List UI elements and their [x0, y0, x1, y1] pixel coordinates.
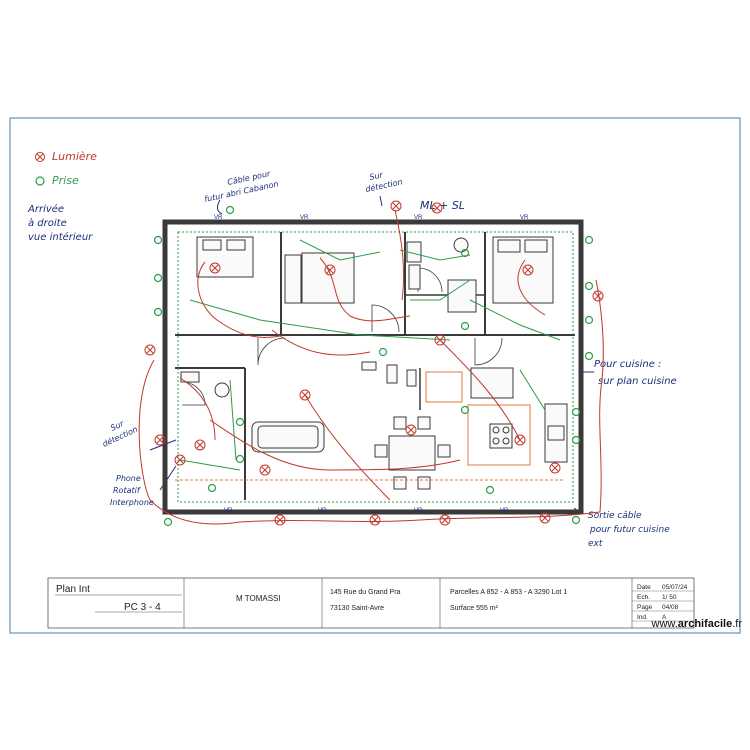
legend: Lumière Prise	[35, 150, 97, 187]
furniture	[180, 236, 568, 490]
note-ml-sl: ML + SL	[420, 199, 465, 212]
outlet-symbol-icon	[35, 176, 45, 186]
light-icon	[592, 290, 604, 302]
outlet-icon	[460, 321, 470, 331]
light-wiring	[138, 209, 604, 525]
note-phone-3: Interphone	[110, 498, 154, 507]
note-arrival-1: Arrivée	[27, 203, 64, 215]
light-icon	[405, 424, 417, 436]
parcels: Parcelles A 852 - A 853 - A 3290 Lot 1	[450, 589, 567, 596]
light-icon	[194, 439, 206, 451]
outlet-icon	[584, 281, 594, 291]
light-points	[144, 200, 604, 526]
outlet-icon	[584, 315, 594, 325]
light-icon	[539, 512, 551, 524]
date-label: Date	[637, 584, 651, 591]
light-icon	[549, 462, 561, 474]
outlet-icon	[460, 405, 470, 415]
plan-code: PC 3 - 4	[124, 602, 161, 613]
light-icon	[154, 434, 166, 446]
note-detection-top-1: Sur	[369, 170, 385, 182]
bed-room2	[301, 252, 355, 304]
light-symbol-icon	[35, 152, 45, 162]
note-cuisine-2: sur plan cuisine	[598, 376, 677, 387]
light-icon	[299, 389, 311, 401]
legend-outlet-label: Prise	[52, 174, 79, 187]
light-icon	[431, 202, 443, 214]
legend-light-label: Lumière	[52, 150, 97, 163]
plan-title: Plan Int	[56, 584, 90, 595]
surface: Surface 555 m²	[450, 605, 499, 612]
address-line-1: 145 Rue du Grand Pra	[330, 589, 401, 596]
light-icon	[514, 434, 526, 446]
note-sortie-3: ext	[588, 539, 603, 549]
title-block: Plan Int PC 3 - 4 M TOMASSI 145 Rue du G…	[47, 577, 695, 629]
vr-label: VR	[520, 215, 529, 221]
outlet-icon	[225, 205, 235, 215]
light-icon	[259, 464, 271, 476]
shutter-labels: VR VR VR VR VR VR VR VR	[214, 215, 529, 514]
building-walls	[162, 219, 584, 515]
outlet-icon	[163, 517, 173, 527]
cooktop	[489, 423, 513, 449]
date-value: 05/07/24	[662, 584, 688, 591]
light-icon	[274, 514, 286, 526]
outlet-points	[153, 205, 594, 527]
sheet-frame	[9, 117, 741, 634]
address-line-2: 73130 Saint-Avre	[330, 605, 384, 612]
watermark-suffix: .fr	[732, 618, 742, 630]
vr-label: VR	[224, 508, 233, 514]
outlet-icon	[584, 351, 594, 361]
index-value: A	[662, 614, 667, 621]
note-arrival-3: vue intérieur	[28, 231, 93, 243]
outlet-wiring	[177, 231, 574, 503]
outlet-icon	[153, 307, 163, 317]
watermark: www.archifacile.fr	[652, 618, 742, 630]
owner-name: M TOMASSI	[236, 594, 281, 603]
outlet-icon	[207, 483, 217, 493]
light-icon	[324, 264, 336, 276]
watermark-prefix: www.	[651, 618, 678, 630]
vr-label: VR	[300, 215, 309, 221]
outlet-icon	[485, 485, 495, 495]
vr-label: VR	[500, 508, 509, 514]
outlet-icon	[571, 515, 581, 525]
index-label: Ind.	[637, 614, 648, 621]
dining-table	[388, 435, 436, 471]
light-icon	[369, 514, 381, 526]
vr-label: VR	[414, 215, 423, 221]
outlet-icon	[378, 347, 388, 357]
note-sortie-1: Sortie câble	[588, 511, 642, 521]
light-icon	[522, 264, 534, 276]
note-phone-2: Rotatif	[113, 486, 141, 495]
vr-label: VR	[414, 508, 423, 514]
light-icon	[434, 334, 446, 346]
light-icon	[390, 200, 402, 212]
outlet-icon	[571, 435, 581, 445]
outlet-icon	[153, 235, 163, 245]
light-icon	[209, 262, 221, 274]
scale-value: 1/ 50	[662, 594, 677, 601]
note-phone-1: Phone	[116, 474, 141, 483]
note-sortie-2: pour futur cuisine	[589, 525, 670, 535]
light-icon	[144, 344, 156, 356]
outlet-icon	[235, 417, 245, 427]
page-value: 04/08	[662, 604, 679, 611]
outlet-icon	[153, 273, 163, 283]
watermark-brand: archifacile	[677, 618, 733, 630]
outlet-icon	[235, 454, 245, 464]
outlet-icon	[571, 407, 581, 417]
outlet-icon	[584, 235, 594, 245]
outlet-icon	[460, 248, 470, 258]
page-label: Page	[637, 604, 653, 611]
light-icon	[439, 514, 451, 526]
vr-label: VR	[214, 215, 223, 221]
light-icon	[174, 454, 186, 466]
note-cuisine-1: Pour cuisine :	[594, 359, 661, 370]
scale-label: Ech.	[637, 594, 650, 601]
vr-label: VR	[318, 508, 327, 514]
note-arrival-2: à droite	[28, 217, 67, 229]
kitchen-appliance	[470, 367, 514, 399]
